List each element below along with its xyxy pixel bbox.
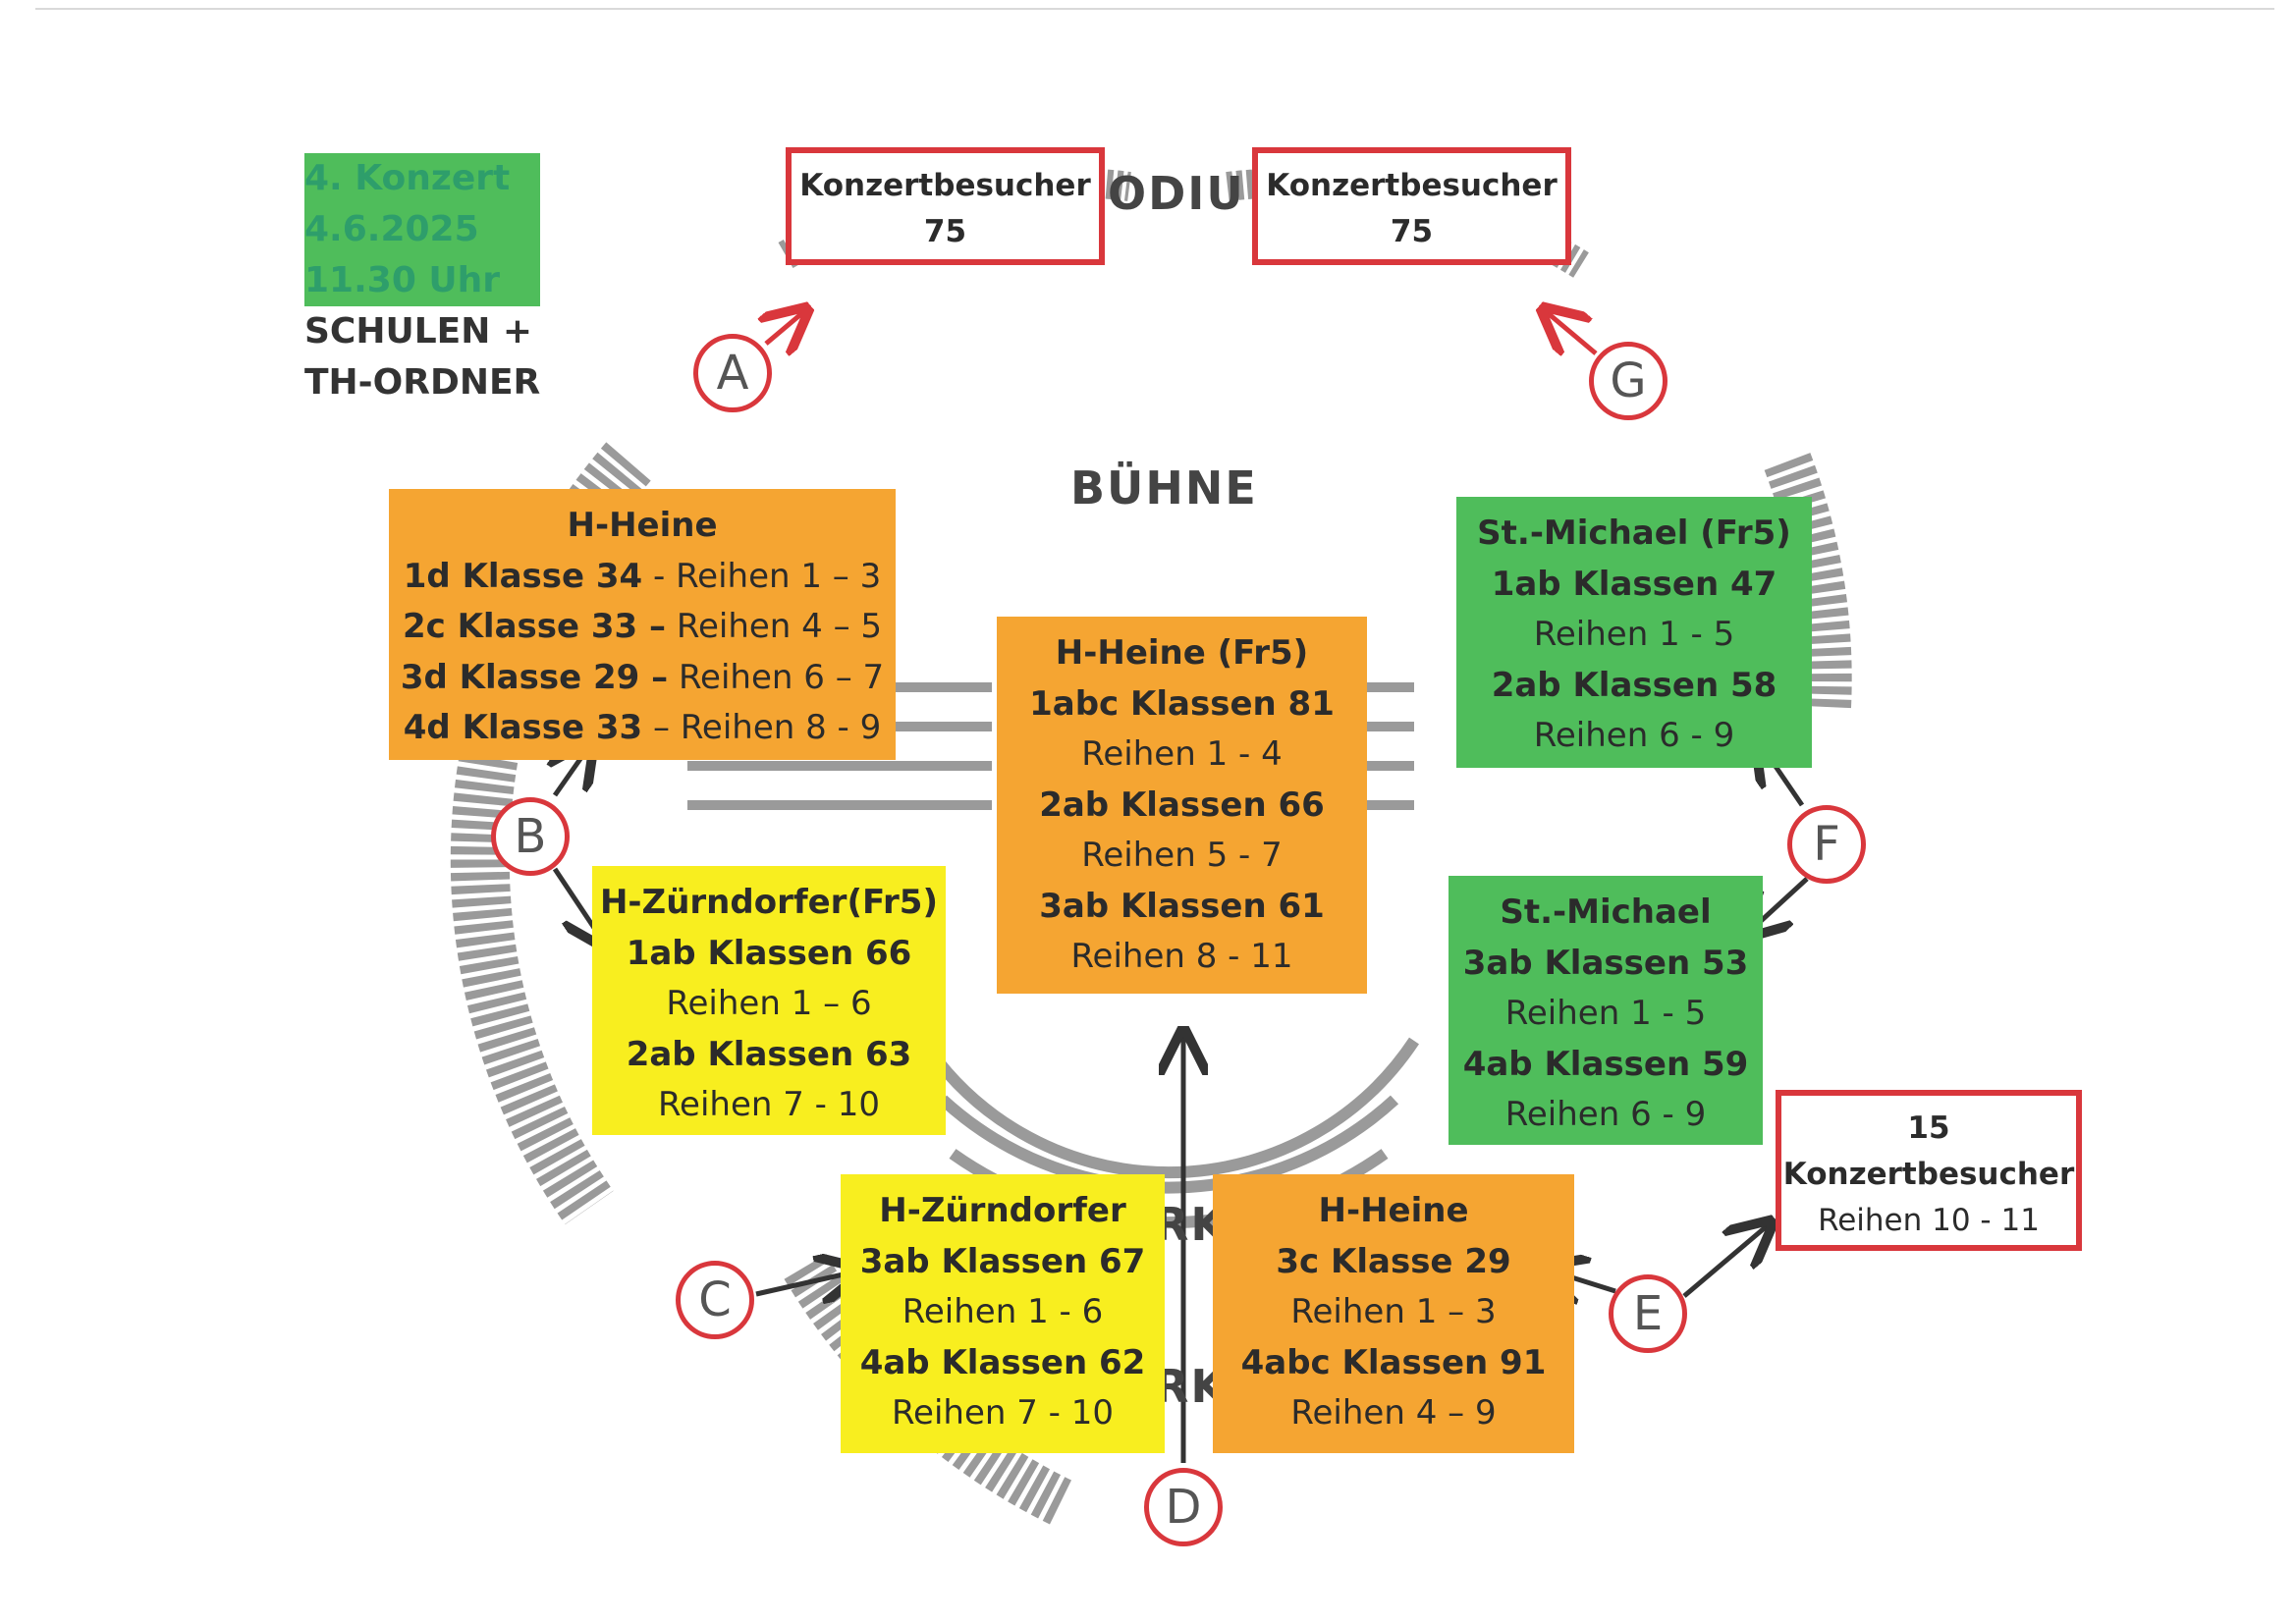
box-e-side-line1: 15 — [1907, 1110, 1950, 1146]
right-outer-seats — [1764, 453, 1852, 709]
parquet-ring-1 — [918, 1037, 1419, 1179]
entrance-c: C — [676, 1261, 754, 1339]
parquet-ring-2 — [938, 1095, 1399, 1194]
box-podium-left-line2: 75 — [923, 214, 967, 249]
box-podium-right-line2: 75 — [1390, 214, 1434, 249]
entrance-a: A — [693, 334, 772, 412]
box-h-zuerndorfer: H-Zürndorfer 3ab Klassen 67 Reihen 1 - 6… — [841, 1174, 1165, 1453]
arrow-a — [766, 312, 803, 344]
concert-time: 11.30 Uhr — [304, 255, 541, 306]
box-center-l6: Reihen 8 - 11 — [1070, 937, 1293, 976]
box-center-l3: 2ab Klassen 66 — [1039, 784, 1325, 825]
box-podium-right: Konzertbesucher 75 — [1252, 147, 1571, 265]
box-f-upper-l2: Reihen 1 - 5 — [1533, 615, 1735, 654]
arrow-c — [755, 1271, 856, 1294]
box-c-l3: 4ab Klassen 62 — [859, 1342, 1146, 1382]
box-b-lower-l4: Reihen 7 - 10 — [657, 1085, 881, 1124]
box-e-l4: Reihen 4 – 9 — [1290, 1393, 1497, 1433]
box-c-l1: 3ab Klassen 67 — [859, 1241, 1146, 1281]
box-h-heine-b-row-3: 3d Klasse 29 – Reihen 6 – 7 — [400, 657, 885, 697]
entrance-d: D — [1144, 1468, 1223, 1546]
arrow-e-right — [1682, 1225, 1768, 1298]
audience-line-1: SCHULEN + — [304, 311, 533, 352]
box-c-l4: Reihen 7 - 10 — [891, 1393, 1115, 1433]
entrance-b: B — [491, 797, 570, 876]
box-h-heine-e: H-Heine 3c Klasse 29 Reihen 1 – 3 4abc K… — [1213, 1174, 1574, 1453]
podium-label: ODIU — [1108, 167, 1245, 220]
box-b-lower-l3: 2ab Klassen 63 — [626, 1034, 912, 1074]
box-center-title: H-Heine (Fr5) — [1055, 633, 1309, 673]
box-h-heine-b-title: H-Heine — [567, 506, 718, 545]
box-f-lower-l4: Reihen 6 - 9 — [1504, 1095, 1707, 1134]
box-c-l2: Reihen 1 - 6 — [902, 1292, 1104, 1331]
stage-label: BÜHNE — [1070, 461, 1258, 514]
box-h-heine-b-row-1: 1d Klasse 34 - Reihen 1 – 3 — [403, 556, 882, 596]
box-f-upper-l4: Reihen 6 - 9 — [1533, 716, 1735, 755]
arrow-g — [1547, 312, 1598, 353]
box-f-upper-l1: 1ab Klassen 47 — [1491, 564, 1777, 604]
box-h-heine-b-row-2: 2c Klasse 33 – Reihen 4 – 5 — [402, 607, 883, 646]
box-st-michael-f5: St.-Michael (Fr5) 1ab Klassen 47 Reihen … — [1456, 497, 1812, 768]
box-e-side-visitors: 15 Konzertbesucher Reihen 10 - 11 — [1776, 1090, 2082, 1251]
box-h-heine-b: H-Heine 1d Klasse 34 - Reihen 1 – 3 2c K… — [389, 489, 896, 760]
entrance-e: E — [1609, 1274, 1687, 1353]
box-f-upper-l3: 2ab Klassen 58 — [1491, 665, 1777, 705]
box-e-side-line2: Konzertbesucher — [1782, 1157, 2075, 1192]
box-h-heine-b-row-4: 4d Klasse 33 – Reihen 8 - 9 — [403, 708, 882, 747]
box-b-lower-l1: 1ab Klassen 66 — [626, 933, 912, 973]
box-h-zuerndorfer-f5: H-Zürndorfer(Fr5) 1ab Klassen 66 Reihen … — [592, 866, 946, 1135]
concert-date: 4.6.2025 — [304, 204, 541, 255]
box-e-title: H-Heine — [1318, 1191, 1469, 1230]
box-center-l1: 1abc Klassen 81 — [1029, 683, 1335, 724]
bottom-left-seats — [784, 1254, 1072, 1525]
concert-number: 4. Konzert — [304, 153, 541, 204]
box-h-heine-center: H-Heine (Fr5) 1abc Klassen 81 Reihen 1 -… — [997, 617, 1367, 994]
box-f-lower-l1: 3ab Klassen 53 — [1462, 943, 1749, 983]
box-e-l1: 3c Klasse 29 — [1276, 1241, 1511, 1281]
box-e-side-line3: Reihen 10 - 11 — [1818, 1203, 2040, 1238]
entrance-f: F — [1787, 805, 1866, 884]
box-e-l2: Reihen 1 – 3 — [1290, 1292, 1497, 1331]
box-center-l4: Reihen 5 - 7 — [1081, 836, 1283, 875]
box-f-upper-title: St.-Michael (Fr5) — [1477, 514, 1791, 553]
page-top-rule — [35, 8, 2274, 1608]
box-f-lower-l3: 4ab Klassen 59 — [1462, 1044, 1749, 1084]
concert-info: 4. Konzert 4.6.2025 11.30 Uhr SCHULEN + … — [304, 153, 541, 408]
box-e-l3: 4abc Klassen 91 — [1240, 1342, 1547, 1382]
box-b-lower-title: H-Zürndorfer(Fr5) — [599, 883, 939, 922]
box-center-l5: 3ab Klassen 61 — [1039, 886, 1325, 926]
box-center-l2: Reihen 1 - 4 — [1081, 734, 1283, 774]
box-c-title: H-Zürndorfer — [879, 1191, 1126, 1230]
entrance-g: G — [1589, 342, 1667, 420]
audience-line-2: TH-ORDNER — [304, 362, 541, 403]
box-b-lower-l2: Reihen 1 – 6 — [666, 984, 872, 1023]
box-f-lower-title: St.-Michael — [1500, 893, 1712, 932]
box-podium-left-line1: Konzertbesucher — [799, 168, 1091, 203]
box-podium-left: Konzertbesucher 75 — [786, 147, 1105, 265]
box-podium-right-line1: Konzertbesucher — [1266, 168, 1558, 203]
box-st-michael: St.-Michael 3ab Klassen 53 Reihen 1 - 5 … — [1449, 876, 1763, 1145]
box-f-lower-l2: Reihen 1 - 5 — [1504, 994, 1707, 1033]
